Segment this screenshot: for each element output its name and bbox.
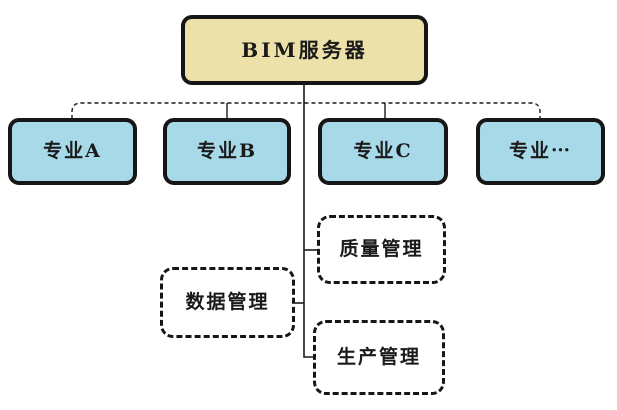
management-node-production-label: 生产管理 (336, 346, 421, 368)
connector-specialty-rail (71, 102, 541, 119)
specialty-node-c-label: 专业C (353, 140, 413, 162)
management-node-quality-label: 质量管理 (339, 238, 424, 260)
specialty-node-b: 专业B (163, 118, 291, 185)
specialty-node-ellipsis: 专业⋯ (476, 118, 605, 185)
specialty-node-ellipsis-label: 专业⋯ (508, 140, 572, 162)
management-node-quality: 质量管理 (317, 215, 446, 284)
specialty-node-c: 专业C (318, 118, 448, 185)
management-node-data-label: 数据管理 (185, 291, 270, 313)
root-node-bim-server: BIM服务器 (181, 15, 428, 85)
specialty-node-b-label: 专业B (196, 140, 258, 162)
connector-trunk-vertical (303, 85, 314, 358)
specialty-node-a: 专业A (8, 118, 137, 185)
management-node-data: 数据管理 (160, 267, 295, 338)
root-node-label: BIM服务器 (241, 38, 368, 62)
management-node-production: 生产管理 (313, 320, 445, 395)
specialty-node-a-label: 专业A (43, 140, 102, 162)
